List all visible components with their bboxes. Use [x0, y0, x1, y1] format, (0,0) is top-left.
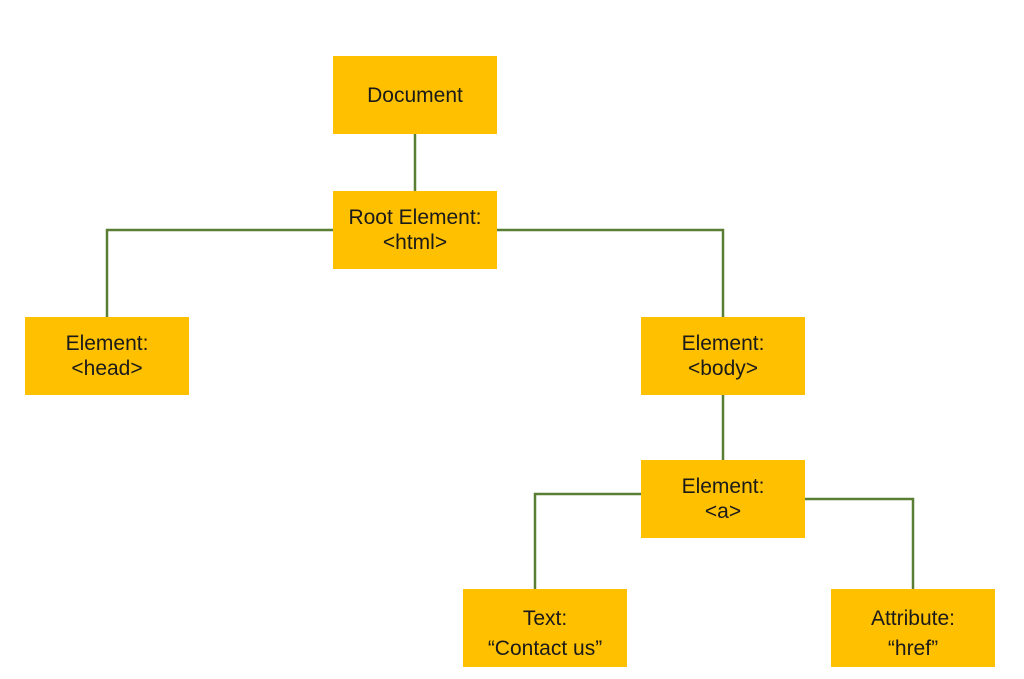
- node-element-a-label: Element: <a>: [681, 475, 765, 523]
- connector-html-body: [497, 228, 725, 317]
- connector-a-text: [533, 492, 641, 589]
- node-element-head: Element: <head>: [25, 317, 189, 395]
- connector-html-head: [105, 228, 333, 317]
- node-text-contact-us-label: Text: “Contact us”: [487, 607, 603, 660]
- node-element-a: Element: <a>: [641, 460, 805, 538]
- connector-a-attribute: [805, 497, 915, 589]
- node-element-head-label: Element: <head>: [65, 332, 149, 380]
- node-attribute-href: Attribute: “href”: [831, 589, 995, 667]
- node-root-element-html: Root Element: <html>: [333, 191, 497, 269]
- node-text-contact-us: Text: “Contact us”: [463, 589, 627, 667]
- node-document: Document: [333, 56, 497, 134]
- node-attribute-href-label: Attribute: “href”: [870, 607, 956, 660]
- node-element-body-label: Element: <body>: [681, 332, 765, 380]
- node-element-body: Element: <body>: [641, 317, 805, 395]
- node-root-element-html-label: Root Element: <html>: [348, 206, 482, 254]
- node-document-label: Document: [367, 83, 463, 107]
